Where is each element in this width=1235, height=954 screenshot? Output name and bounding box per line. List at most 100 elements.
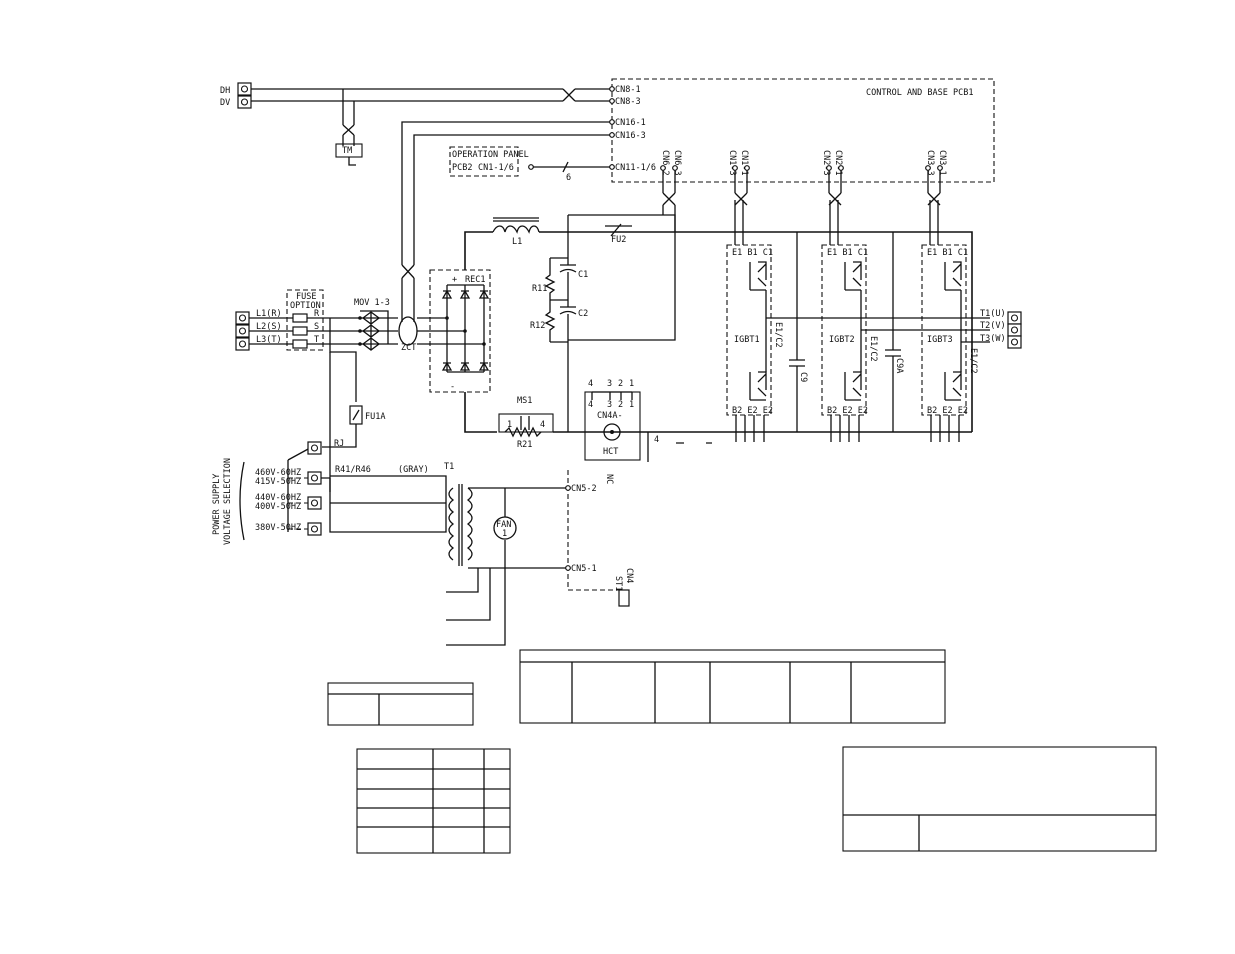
label-t3: T3(W) [980, 334, 1006, 344]
label-nc: NC [604, 474, 614, 484]
hct-pins [591, 391, 633, 400]
terminal-t3-screw-icon [1010, 338, 1019, 346]
label-ms1: MS1 [517, 396, 532, 406]
igbt2-upper-transistor-icon [844, 261, 862, 291]
hct-pin-1-bot: 1 [629, 400, 634, 410]
label-cn2-1: CN2-1 [833, 150, 843, 176]
wire-cn6-down [568, 205, 676, 341]
transformer-core [458, 484, 463, 566]
terminal-l2 [235, 324, 250, 338]
wire-cn16 [401, 121, 610, 265]
label-cn5-2: CN5-2 [571, 484, 597, 494]
fuse-option-line2: OPTION [290, 301, 321, 311]
tap-440-screw-icon [310, 499, 319, 507]
label-c9a: C9A [894, 358, 904, 373]
table-grid [357, 749, 510, 853]
label-c9: C9 [798, 372, 808, 382]
terminal-dh-screw-icon [240, 85, 249, 93]
pin-cn3-1 [937, 165, 943, 171]
tap-rj [307, 441, 322, 455]
hct-pin-4-bot: 4 [588, 400, 593, 410]
voltage-option-4: 400V-50HZ [255, 502, 301, 512]
hct-pin-4-top: 4 [588, 379, 593, 389]
igbt3-box [921, 244, 967, 416]
label-t1: T1(U) [980, 309, 1006, 319]
twist-cn16 [401, 264, 415, 279]
igbt1-box [726, 244, 772, 416]
tap-380 [307, 522, 322, 536]
igbt3-e1c2: E1/C2 [968, 348, 978, 374]
twist-tm [342, 124, 355, 136]
voltage-tap-dashes [288, 477, 308, 530]
label-fuse-r: R [314, 309, 320, 319]
diode-icon [459, 289, 471, 299]
tap-460 [307, 471, 322, 485]
voltage-option-2: 415V-50HZ [255, 477, 301, 487]
igbt2-name: IGBT2 [829, 335, 855, 345]
voltage-option-5: 380V-50HZ [255, 523, 301, 533]
pin-cn2-1 [838, 165, 844, 171]
label-cn8-3: CN8-3 [615, 97, 641, 107]
resistor-r21-icon [504, 426, 542, 438]
rec1-box [429, 269, 491, 393]
pin-cn8-1 [609, 86, 615, 92]
terminal-t2-screw-icon [1010, 326, 1019, 334]
mov-3-icon [361, 337, 381, 351]
pin-cn2-3 [826, 165, 832, 171]
capacitor-c1-icon [559, 264, 577, 273]
power-supply-bracket [239, 461, 245, 541]
label-c1: C1 [578, 270, 588, 280]
label-zct: ZCT [401, 343, 416, 353]
wire-fu2 [568, 214, 676, 232]
label-fan-number: 1 [502, 529, 507, 539]
cn5-box [567, 470, 632, 591]
power-supply-title-2: VOLTAGE SELECTION [223, 458, 233, 545]
label-fuse-s: S [314, 322, 319, 332]
pin-cn1-1 [744, 165, 750, 171]
capacitor-c9-icon [789, 232, 805, 432]
hct-sensor-center-icon [610, 430, 614, 434]
label-cn5-1: CN5-1 [571, 564, 597, 574]
wire-count: 6 [566, 173, 571, 183]
label-hct-wire: 4 [654, 435, 659, 445]
ms1-box [498, 413, 554, 433]
resistor-r11-icon [544, 258, 556, 300]
fuse-fu2 [605, 223, 632, 237]
igbt3-bot-pins: B2 E2 E2 [927, 406, 968, 416]
label-cn1-1: CN1-1 [739, 150, 749, 176]
twist-cn3 [927, 192, 941, 206]
igbt3-lower-transistor-icon [944, 371, 962, 401]
pcb1-box [611, 78, 995, 183]
label-cn16-1: CN16-1 [615, 118, 646, 128]
label-cn1-3: CN1-3 [727, 150, 737, 176]
wire-fu1a-rj [322, 424, 357, 448]
label-cn3-3: CN3-3 [925, 150, 935, 176]
voltage-option-1: 460V-60HZ [255, 468, 301, 478]
wire-dh-dv [251, 88, 563, 102]
igbt1-wires [734, 200, 990, 372]
wire-transformer-down [446, 568, 506, 646]
tap-380-screw-icon [310, 525, 319, 533]
pin-cn8-3 [609, 98, 615, 104]
terminal-t1 [1007, 311, 1022, 325]
transformer-secondary-icon [466, 487, 473, 561]
twist-cn1 [734, 192, 748, 206]
igbt2-lower-transistor-icon [844, 371, 862, 401]
wire-dh-dv-pcb [575, 88, 612, 102]
label-t1-transformer: T1 [444, 462, 454, 472]
pin-cn16-3 [609, 132, 615, 138]
voltage-option-3: 440V-60HZ [255, 493, 301, 503]
label-cn11: CN11-1/6 [615, 163, 656, 173]
terminal-l1 [235, 311, 250, 325]
label-cn6-3: CN6-3 [672, 150, 682, 176]
wire-fu1a [329, 318, 357, 402]
igbt1-name: IGBT1 [734, 335, 760, 345]
label-ms1-p1: 1 [507, 420, 512, 430]
igbt3-bottom-leads [930, 415, 960, 442]
terminal-l1-screw-icon [238, 314, 247, 322]
igbt3-name: IGBT3 [927, 335, 953, 345]
igbt3-wires [929, 200, 990, 372]
label-cn8-1: CN8-1 [615, 85, 641, 95]
igbt2-bottom-leads [830, 415, 860, 442]
